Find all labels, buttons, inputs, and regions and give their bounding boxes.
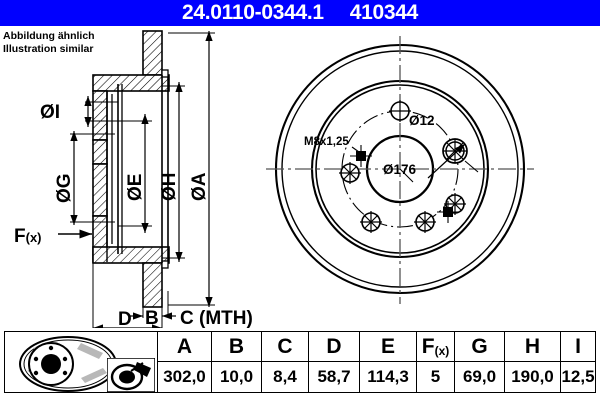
table-header-C: C <box>261 331 309 362</box>
bolt-hole <box>339 162 361 184</box>
bolt-hole <box>414 211 436 233</box>
dim-label-I: ØI <box>40 102 60 123</box>
article-number: 410344 <box>349 1 419 24</box>
dim-label-B: B <box>145 308 159 328</box>
part-number: 24.0110-0344.1 <box>181 1 324 24</box>
dim-label-A: ØA <box>189 172 210 201</box>
note-english: Illustration similar <box>3 43 93 55</box>
table-icon-cell <box>4 331 158 393</box>
table-header-H: H <box>504 331 561 362</box>
thread-hole <box>437 201 459 223</box>
table-header-E: E <box>359 331 417 362</box>
table-value-E: 114,3 <box>359 361 417 393</box>
table-value-I: 12,5 <box>560 361 596 393</box>
bolt-hole <box>442 138 468 164</box>
brake-disc-illustration <box>19 336 117 392</box>
face-view: Ø12 M8x1,25 Ø176 <box>266 36 534 304</box>
callout-thread-spec: M8x1,25 <box>304 136 349 148</box>
callout-bolt-hole-dia: Ø12 <box>409 113 435 128</box>
table-header-I: I <box>560 331 596 362</box>
table-value-A: 302,0 <box>157 361 212 393</box>
table-value-Fx: 5 <box>416 361 455 393</box>
cross-section-view: ØI ØG ØE ØH ØA F(x) B C (MTH) <box>14 30 253 328</box>
table-header-D: D <box>308 331 360 362</box>
dim-label-D: D <box>118 309 132 328</box>
dim-label-E: ØE <box>125 174 146 201</box>
table-value-D: 58,7 <box>308 361 360 393</box>
table-header-Fx: F(x) <box>416 331 455 362</box>
table-header-G: G <box>454 331 505 362</box>
table-value-G: 69,0 <box>454 361 505 393</box>
table-value-row: 302,0 10,0 8,4 58,7 114,3 5 69,0 190,0 1… <box>5 361 596 393</box>
dim-label-Fx: F(x) <box>14 226 42 247</box>
thread-hole <box>350 145 372 167</box>
bolt-hole <box>389 100 411 122</box>
disc-thickness-gauge-icon <box>107 358 155 392</box>
dim-label-C: C (MTH) <box>180 308 253 328</box>
specification-table: A B C D E F(x) G H I 302,0 10,0 8,4 58,7… <box>4 331 596 393</box>
table-value-B: 10,0 <box>211 361 262 393</box>
bolt-hole <box>360 211 382 233</box>
table-header-row: A B C D E F(x) G H I <box>4 331 596 393</box>
table-header-A: A <box>157 331 212 362</box>
dim-label-H: ØH <box>159 173 180 202</box>
note-german: Abbildung ähnlich <box>3 30 95 42</box>
table-value-C: 8,4 <box>261 361 309 393</box>
header-bar: 24.0110-0344.1 410344 <box>0 0 600 26</box>
table-header-B: B <box>211 331 262 362</box>
table-value-H: 190,0 <box>504 361 561 393</box>
dim-label-G: ØG <box>54 173 75 203</box>
technical-drawing: Abbildung ähnlich Illustration similar <box>0 26 600 328</box>
